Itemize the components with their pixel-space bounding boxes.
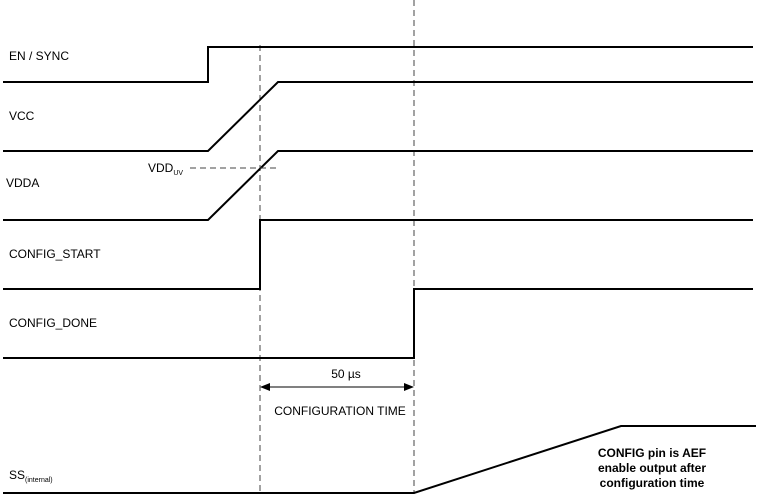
note-line-3: configuration time	[600, 476, 705, 490]
ss-label-main: SS	[9, 468, 25, 482]
config-done-waveform	[3, 288, 753, 359]
note-line-1: CONFIG pin is AEF	[598, 446, 706, 460]
vdd-uv-label-main: VDD	[148, 161, 174, 175]
en-sync-label: EN / SYNC	[9, 49, 69, 63]
ss-label-sub: (internal)	[25, 477, 53, 484]
vcc-waveform	[3, 81, 753, 152]
vcc-label: VCC	[9, 109, 35, 123]
config-start-label: CONFIG_START	[9, 247, 101, 261]
configuration-time-label: CONFIGURATION TIME	[274, 404, 406, 418]
config-done-label: CONFIG_DONE	[9, 316, 97, 330]
vdda-waveform	[3, 150, 753, 221]
vdda-label: VDDA	[6, 176, 39, 190]
en-sync-waveform	[3, 46, 753, 83]
vdd-uv-label: VDDUV	[148, 161, 183, 177]
note-line-2: enable output after	[598, 461, 706, 475]
ss-label: SS(internal)	[9, 468, 53, 484]
ss-waveform	[3, 425, 756, 494]
vdd-uv-label-sub: UV	[173, 170, 183, 177]
duration-label: 50 µs	[331, 367, 361, 381]
config-start-waveform	[3, 219, 753, 290]
